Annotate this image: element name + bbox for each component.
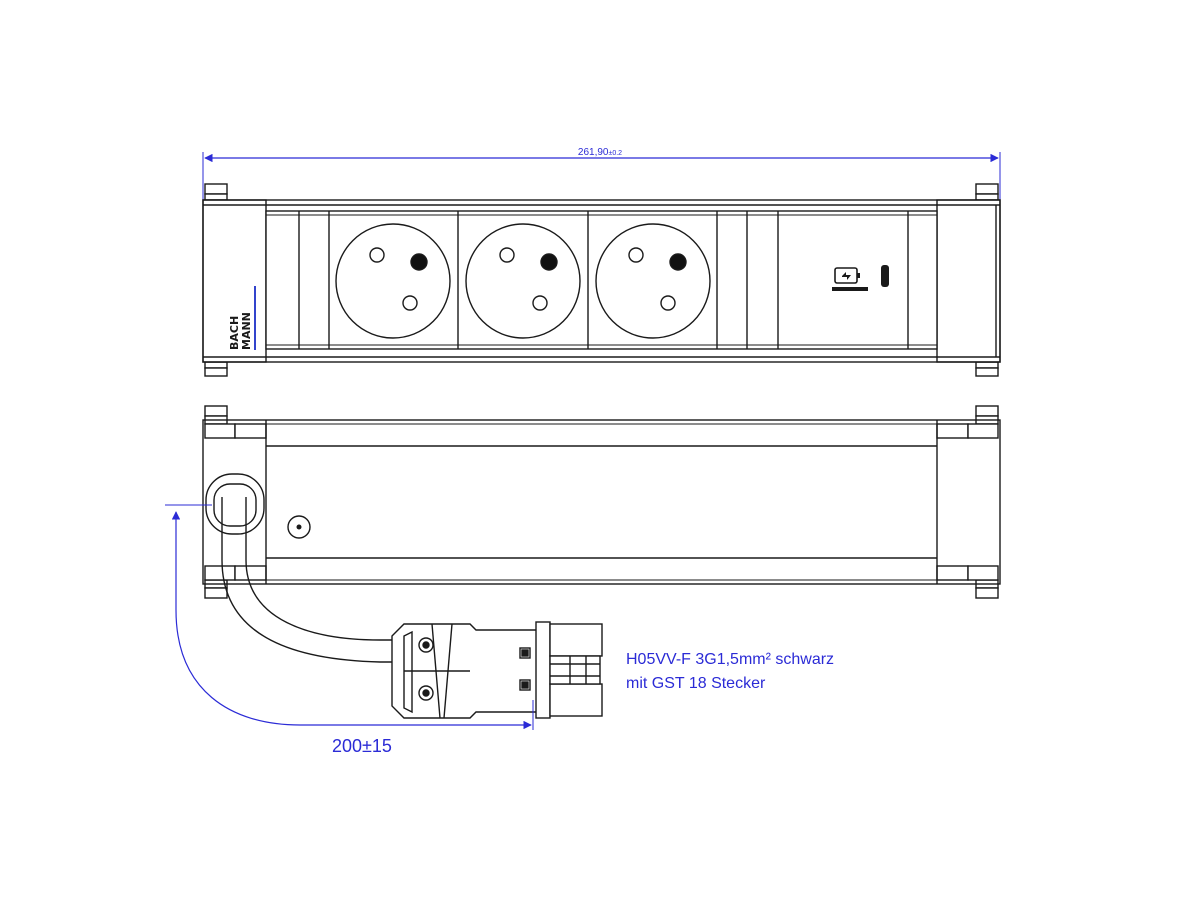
right-bottom-clip-base — [975, 361, 999, 369]
socket-icon — [335, 223, 451, 339]
cable-grommet — [205, 473, 265, 535]
rear-body — [202, 419, 1001, 585]
left-top-clip-base — [204, 193, 228, 201]
cable-note-line-1: H05VV-F 3G1,5mm² schwarz — [626, 651, 834, 668]
cable-length-label: 200±15 — [332, 736, 392, 756]
socket-icon — [595, 223, 711, 339]
svg-text:261,90±0.2: 261,90±0.2 — [578, 147, 622, 158]
rear-view — [202, 405, 1001, 599]
screw-icon — [287, 515, 311, 539]
socket-icon — [465, 223, 581, 339]
overall-width-tolerance: ±0.2 — [609, 150, 623, 157]
left-top-clip — [204, 183, 228, 195]
right-bottom-clip — [975, 367, 999, 377]
gst18-connector-icon — [391, 621, 603, 719]
right-top-clip-base — [975, 193, 999, 201]
brand-line-2: MANN — [240, 312, 253, 350]
brand-logo: BACH MANN — [228, 286, 256, 350]
left-bottom-clip — [204, 367, 228, 377]
overall-width-dimension: 261,90±0.2 — [202, 147, 1001, 200]
left-bottom-clip-base — [204, 361, 228, 369]
brand-line-1: BACH — [228, 316, 241, 350]
cable-note: H05VV-F 3G1,5mm² schwarz mit GST 18 Stec… — [626, 651, 834, 692]
cable-note-line-2: mit GST 18 Stecker — [626, 675, 766, 692]
cable-length-dimension: 200±15 — [165, 504, 534, 756]
overall-width-value: 261,90 — [578, 147, 609, 158]
usb-charger-icon — [832, 265, 889, 291]
right-top-clip — [975, 183, 999, 195]
